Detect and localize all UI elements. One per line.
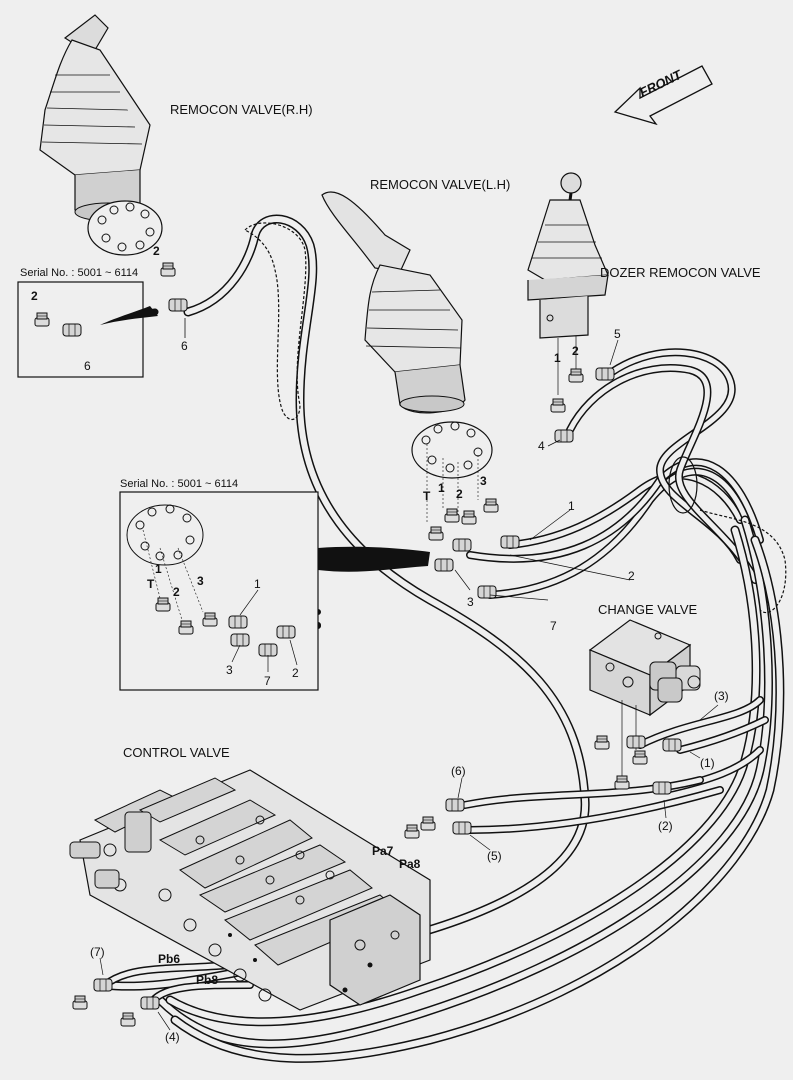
fitting-dozer-2 [568,368,584,383]
nut-lh-c [500,535,520,549]
fitting-lh-t [428,526,444,541]
callout-p5: (5) [487,849,502,863]
inset-pointer-mid [318,546,430,572]
port-inset-3: 3 [197,574,204,588]
fitting-inset-top-2 [34,312,50,327]
heading-control-valve: CONTROL VALVE [123,745,230,760]
remocon-rh-body [39,14,151,222]
fitting-lh-3 [483,498,499,513]
nut-pb6 [93,978,113,992]
nut-pa-6 [445,798,465,812]
nut-lh-a [434,558,454,572]
gasket-rh [87,200,163,256]
serial-top: Serial No. : 5001 ~ 6114 [20,267,139,279]
fitting-pb8 [120,1012,136,1027]
leader-lines [99,339,719,1031]
port-pa8: Pa8 [399,857,421,871]
nut-inset-top-6 [62,323,82,337]
serial-mid: Serial No. : 5001 ~ 6114 [120,478,239,490]
nut-pa-5 [452,821,472,835]
inset-pointer-top [100,306,158,325]
heading-dozer: DOZER REMOCON VALVE [600,265,761,280]
callout-inset-1: 1 [254,577,261,591]
nut-pb8 [140,996,160,1010]
port-inset-top-2: 2 [31,289,38,303]
callout-p7: (7) [90,945,105,959]
callout-inset-3: 3 [226,663,233,677]
callout-p6: (6) [451,764,466,778]
callout-inset-top-6: 6 [84,359,91,373]
fitting-lh-2 [461,510,477,525]
fitting-pa7 [404,824,420,839]
nut-change-c [652,781,672,795]
callout-dozer-4: 4 [538,439,545,453]
callout-p2: (2) [658,819,673,833]
fitting-pb6 [72,995,88,1010]
nut-change-b [662,738,682,752]
fitting-change-c [614,775,630,790]
port-lh-2: 2 [456,487,463,501]
nut-lh-d [477,585,497,599]
change-valve-body [588,619,701,717]
nut-dozer-4 [554,429,574,443]
nut-inset-1 [228,615,248,629]
control-valve-body [69,769,431,1011]
hose-right-run [155,515,785,1063]
nut-lh-b [452,538,472,552]
callout-p1: (1) [700,756,715,770]
remocon-lh-body [321,191,466,414]
callout-lh-7: 7 [550,619,557,633]
callout-p3: (3) [714,689,729,703]
dozer-remocon-body [527,172,609,339]
fitting-change-b [632,750,648,765]
port-pa7: Pa7 [372,844,394,858]
callout-lh-1: 1 [568,499,575,513]
port-inset-1: 1 [155,562,162,576]
callout-dozer-5: 5 [614,327,621,341]
nut-inset-3 [230,633,250,647]
callout-inset-7: 7 [264,674,271,688]
fitting-change-a [594,735,610,750]
callout-lh-2: 2 [628,569,635,583]
heading-remocon-lh: REMOCON VALVE(L.H) [370,177,511,192]
heading-change-valve: CHANGE VALVE [598,602,698,617]
port-inset-2: 2 [173,585,180,599]
port-lh-t: T [423,489,431,503]
callout-p4: (4) [165,1030,180,1044]
port-lh-1: 1 [438,481,445,495]
fitting-dozer-1 [550,398,566,413]
heading-remocon-rh: REMOCON VALVE(R.H) [170,102,313,117]
port-lh-3: 3 [480,474,487,488]
port-rh-2: 2 [153,244,160,258]
fitting-lh-1 [444,508,460,523]
port-dozer-1: 1 [554,351,561,365]
hose-dozer [566,348,759,584]
callout-lh-3: 3 [467,595,474,609]
front-arrow-icon [613,65,713,126]
fitting-pa8 [420,816,436,831]
port-pb6: Pb6 [158,952,181,966]
port-dozer-2: 2 [572,344,579,358]
fitting-inset-2 [178,620,194,635]
port-inset-t: T [147,577,155,591]
nut-dozer-5 [595,367,615,381]
hose-group [76,214,785,1063]
gasket-lh [411,421,493,522]
nut-change-a [626,735,646,749]
clamp-rings [243,222,787,614]
fitting-rh-2 [160,262,176,277]
callout-inset-2: 2 [292,666,299,680]
nut-rh-6 [168,298,188,312]
gasket-inset [126,504,204,621]
callout-rh-6: 6 [181,339,188,353]
nut-inset-7 [258,643,278,657]
port-pb8: Pb8 [196,973,219,987]
fitting-inset-3 [202,612,218,627]
fitting-inset-t [155,597,171,612]
nut-inset-2 [276,625,296,639]
